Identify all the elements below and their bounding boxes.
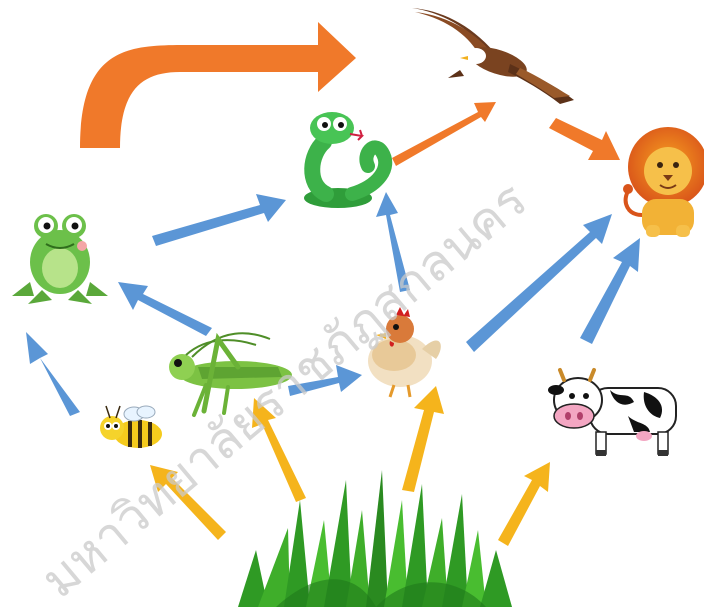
arrow-grass-to-bee (150, 465, 226, 540)
arrow-grass-to-cow (498, 462, 550, 546)
arrow-cow-to-lion (580, 238, 640, 344)
arrow-snake-to-eagle (392, 102, 496, 166)
bee-icon (100, 406, 162, 448)
eagle-icon (412, 8, 574, 104)
food-web-arrows (26, 22, 640, 546)
cow-icon (548, 362, 684, 458)
arrow-grasshopper-to-chicken (288, 365, 362, 396)
arrow-frog-to-snake (152, 194, 286, 246)
arrow-chicken-to-snake (376, 192, 410, 292)
frog-icon (12, 214, 108, 304)
lion-icon (623, 127, 704, 237)
grasshopper-icon (169, 333, 292, 415)
grass-icon (238, 470, 512, 607)
arrow-eagle-to-lion (549, 118, 620, 160)
arrow-bee-to-frog (26, 332, 80, 416)
snake-icon (304, 112, 385, 208)
arrow-grasshopper-to-frog (118, 282, 212, 336)
arrow-grass-to-grasshopper (252, 398, 306, 502)
arrow-grass-to-chicken (402, 386, 444, 492)
chicken-icon (368, 307, 441, 397)
